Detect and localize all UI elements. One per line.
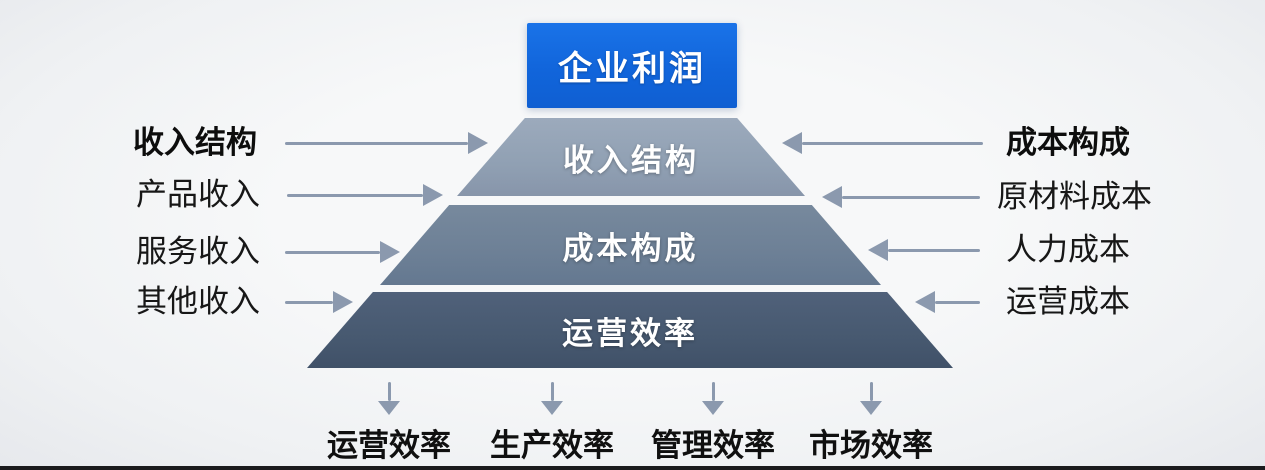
arrow-shaft xyxy=(285,250,380,254)
arrow-shaft xyxy=(888,248,980,252)
pyramid-layer-label: 成本构成 xyxy=(562,230,699,266)
arrow-head xyxy=(423,184,443,206)
pyramid-layer-label: 运营效率 xyxy=(562,315,698,351)
left-label-item: 产品收入 xyxy=(136,177,260,212)
arrow-head xyxy=(868,239,888,261)
arrow-shaft xyxy=(285,141,468,145)
arrow-shaft xyxy=(711,382,715,401)
arrow-head xyxy=(822,186,842,208)
arrow-shaft xyxy=(550,382,554,401)
arrow-shaft xyxy=(387,382,391,401)
arrow-head xyxy=(541,401,563,415)
arrow-shaft xyxy=(869,382,873,401)
right-label-item: 人力成本 xyxy=(1006,232,1130,267)
arrow-head xyxy=(380,241,400,263)
right-label-item: 原材料成本 xyxy=(997,179,1152,214)
bottom-label-market: 市场效率 xyxy=(809,428,933,463)
profit-title-label: 企业利润 xyxy=(558,50,706,88)
arrow-shaft xyxy=(287,193,423,197)
bottom-label-production: 生产效率 xyxy=(490,428,614,463)
arrow-shaft xyxy=(285,300,333,304)
arrow-head xyxy=(333,291,353,313)
pyramid-layer-label: 收入结构 xyxy=(563,142,699,178)
arrow-head xyxy=(468,132,488,154)
profit-title-box: 企业利润 xyxy=(527,23,737,108)
arrow-head xyxy=(378,401,400,415)
pyramid-layer-efficiency: 运营效率 xyxy=(307,292,953,368)
left-label-heading: 收入结构 xyxy=(133,125,257,160)
bottom-label-operations: 运营效率 xyxy=(327,428,451,463)
arrow-head xyxy=(860,401,882,415)
bottom-edge-bar xyxy=(0,466,1265,470)
pyramid-layer-cost: 成本构成 xyxy=(380,205,881,285)
left-label-item: 其他收入 xyxy=(136,284,260,319)
arrow-head xyxy=(702,401,724,415)
right-label-item: 运营成本 xyxy=(1006,284,1130,319)
arrow-head xyxy=(915,291,935,313)
arrow-head xyxy=(782,132,802,154)
bottom-label-management: 管理效率 xyxy=(651,428,775,463)
right-label-heading: 成本构成 xyxy=(1006,125,1130,160)
arrow-shaft xyxy=(935,300,980,304)
arrow-shaft xyxy=(802,141,983,145)
left-label-item: 服务收入 xyxy=(136,234,260,269)
arrow-shaft xyxy=(842,195,980,199)
pyramid-layer-revenue: 收入结构 xyxy=(457,118,805,196)
